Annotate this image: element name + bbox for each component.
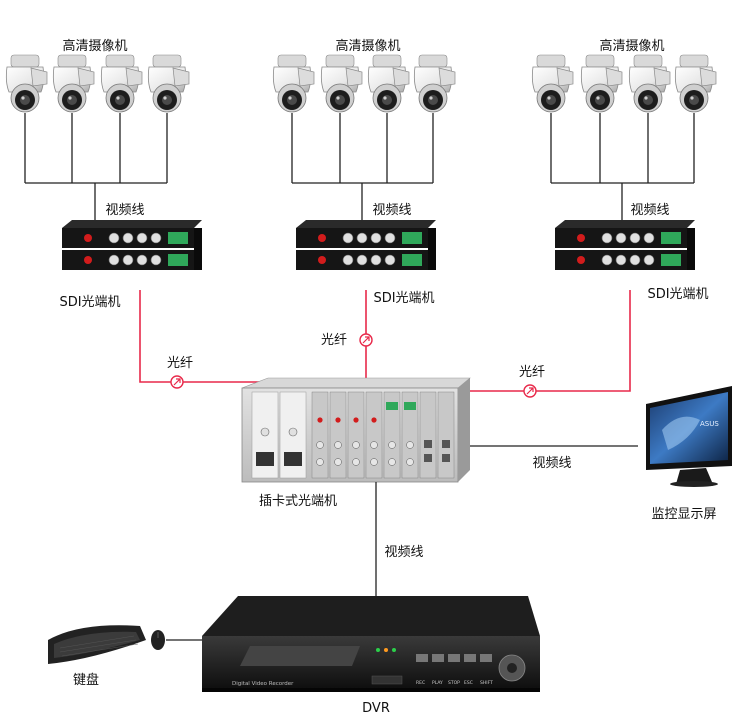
dvr-button-esc: ESC <box>464 680 473 686</box>
video-cable-label-dvr: 视频线 <box>384 545 423 560</box>
keyboard-label: 键盘 <box>73 672 99 688</box>
camera-group-3 <box>531 54 717 220</box>
camera-icon <box>413 54 456 113</box>
card-rack-transceiver <box>241 377 471 483</box>
fiber-label-left: 光纤 <box>167 356 193 371</box>
camera-icon <box>367 54 410 113</box>
camera-icon <box>5 54 48 113</box>
camera-icon <box>52 54 95 113</box>
camera-icon <box>674 54 717 113</box>
dvr-front-text: Digital Video Recorder <box>232 681 294 687</box>
dvr-label: DVR <box>362 701 390 716</box>
camera-icon <box>272 54 315 113</box>
fiber-link-left <box>139 290 262 383</box>
fiber-connector-icon <box>523 384 537 398</box>
fiber-connector-icon <box>170 375 184 389</box>
camera-cable <box>24 113 168 220</box>
dvr-button-play: PLAY <box>432 680 443 686</box>
video-cable-label-1: 视频线 <box>105 203 144 218</box>
keyboard-icon <box>48 625 146 664</box>
dvr-button-shift: SHIFT <box>480 680 493 686</box>
video-cable-label-3: 视频线 <box>630 203 669 218</box>
fiber-link-right <box>455 290 631 392</box>
camera-group-2 <box>272 54 456 220</box>
camera-group-label-3: 高清摄像机 <box>599 38 664 54</box>
monitor-icon: ASUS <box>646 386 732 487</box>
sdi-transceiver-1 <box>61 219 203 271</box>
camera-cable <box>550 113 695 220</box>
fiber-connector-icon <box>359 333 373 347</box>
camera-group-label-2: 高清摄像机 <box>335 38 400 54</box>
dvr-button-stop: STOP <box>448 680 460 686</box>
monitor-label: 监控显示屏 <box>651 507 716 522</box>
fiber-label-right: 光纤 <box>519 365 545 380</box>
camera-icon <box>100 54 143 113</box>
camera-icon <box>147 54 190 113</box>
fiber-label-middle: 光纤 <box>321 333 347 348</box>
sdi-transceiver-label-2: SDI光端机 <box>373 291 434 306</box>
dvr-button-rec: REC <box>416 680 425 686</box>
sdi-transceiver-label-1: SDI光端机 <box>59 295 120 310</box>
card-rack-label: 插卡式光端机 <box>259 494 337 509</box>
mouse-icon <box>151 630 165 650</box>
camera-group-label-1: 高清摄像机 <box>62 38 127 54</box>
camera-icon <box>628 54 671 113</box>
video-cable-label-monitor: 视频线 <box>532 456 571 471</box>
camera-icon <box>580 54 623 113</box>
video-cable-label-2: 视频线 <box>372 203 411 218</box>
dvr-device: Digital Video Recorder REC PLAY STOP ESC… <box>202 596 540 692</box>
camera-cable <box>291 113 434 220</box>
sdi-transceiver-label-3: SDI光端机 <box>647 287 708 302</box>
camera-icon <box>531 54 574 113</box>
sdi-transceiver-2 <box>295 219 437 271</box>
camera-icon <box>320 54 363 113</box>
sdi-transceiver-3 <box>554 219 696 271</box>
monitor-brand: ASUS <box>700 420 719 428</box>
camera-group-1 <box>5 54 190 220</box>
